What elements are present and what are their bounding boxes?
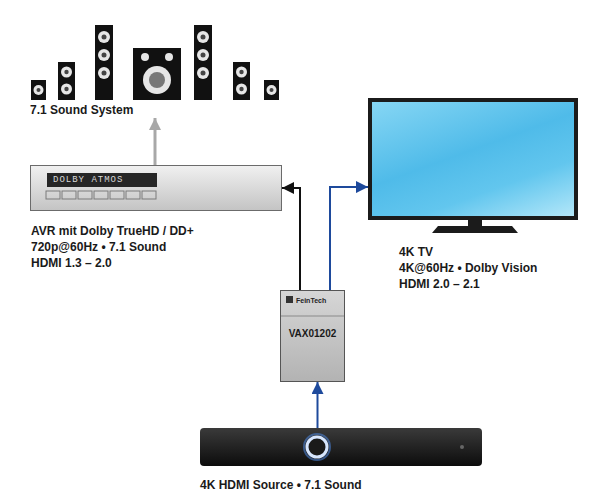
device-label: 4K TV bbox=[399, 244, 537, 260]
model-number: VAX01202 bbox=[281, 328, 344, 339]
system-label: 7.1 Sound System bbox=[30, 103, 133, 117]
speaker-driver bbox=[165, 53, 173, 61]
signal-arrow bbox=[317, 382, 319, 428]
status-led bbox=[460, 445, 464, 449]
speaker-driver bbox=[98, 31, 110, 43]
speaker-cone bbox=[239, 87, 243, 91]
speaker-driver bbox=[98, 49, 110, 61]
speaker-driver bbox=[98, 67, 110, 79]
speaker-cone bbox=[239, 70, 243, 74]
device-label: AVR mit Dolby TrueHD / DD+ bbox=[31, 223, 194, 239]
speaker-driver bbox=[197, 31, 209, 43]
speaker-cone bbox=[102, 71, 107, 76]
signal-arrow bbox=[282, 188, 300, 290]
speaker-group bbox=[31, 25, 279, 100]
signal-arrow bbox=[330, 187, 368, 290]
speaker-cone bbox=[201, 53, 206, 58]
display-text: DOLBY ATMOS bbox=[47, 173, 157, 187]
speaker-driver bbox=[61, 84, 72, 95]
subwoofer-cabinet bbox=[133, 48, 181, 100]
device-caption: AVR mit Dolby TrueHD / DD+720p@60Hz • 7.… bbox=[31, 223, 194, 271]
speaker-cone bbox=[201, 71, 206, 76]
speaker-driver bbox=[236, 67, 247, 78]
speaker-driver bbox=[197, 67, 209, 79]
speaker-system: 7.1 Sound System bbox=[28, 18, 286, 118]
subwoofer-driver bbox=[143, 66, 171, 94]
device-label: 4K HDMI Source • 7.1 Sound bbox=[200, 477, 362, 493]
avr-button bbox=[142, 191, 156, 199]
avr-buttons bbox=[46, 191, 156, 199]
device-spec: 4K@60Hz • Dolby Vision bbox=[399, 260, 537, 276]
hdmi-source: 4K HDMI Source • 7.1 Sound bbox=[200, 428, 482, 466]
speaker-driver bbox=[34, 85, 44, 95]
hdmi-splitter: FeinTechVAX01202 bbox=[280, 290, 345, 382]
speaker-cone bbox=[102, 35, 107, 40]
subwoofer-cone bbox=[149, 72, 165, 88]
brand-logo: FeinTech bbox=[296, 297, 326, 305]
power-button bbox=[307, 437, 327, 457]
speaker-cone bbox=[64, 87, 68, 91]
speaker-cabinet bbox=[233, 62, 250, 100]
panel-line bbox=[281, 316, 344, 317]
avr-button bbox=[110, 191, 124, 199]
speaker-cone bbox=[102, 53, 107, 58]
speaker-driver bbox=[267, 85, 277, 95]
speaker-cabinet bbox=[95, 25, 113, 100]
speaker-cone bbox=[201, 35, 206, 40]
av-receiver: DOLBY ATMOSAVR mit Dolby TrueHD / DD+720… bbox=[30, 165, 282, 211]
speaker-cabinet bbox=[264, 80, 279, 100]
speaker-driver bbox=[61, 67, 72, 78]
avr-button bbox=[126, 191, 140, 199]
avr-button bbox=[62, 191, 76, 199]
device-caption: 4K HDMI Source • 7.1 Sound bbox=[200, 477, 362, 493]
speaker-cone bbox=[64, 70, 68, 74]
tv-stand-base bbox=[432, 226, 518, 233]
button-glow bbox=[304, 434, 330, 460]
speaker-driver bbox=[236, 84, 247, 95]
speaker-driver bbox=[197, 49, 209, 61]
device-spec: HDMI 2.0 – 2.1 bbox=[399, 276, 537, 292]
device-spec: HDMI 1.3 – 2.0 bbox=[31, 255, 194, 271]
speaker-cabinet bbox=[31, 80, 46, 100]
speaker-cone bbox=[37, 88, 41, 92]
avr-button bbox=[46, 191, 60, 199]
logo-icon bbox=[286, 296, 293, 303]
speaker-cabinet bbox=[58, 62, 75, 100]
speaker-cone bbox=[270, 88, 274, 92]
tv-screen: 4K TV4K@60Hz • Dolby VisionHDMI 2.0 – 2.… bbox=[368, 98, 578, 220]
tv-stand-neck bbox=[468, 220, 482, 226]
signal-arrow bbox=[154, 118, 157, 165]
device-caption: 4K TV4K@60Hz • Dolby VisionHDMI 2.0 – 2.… bbox=[399, 244, 537, 292]
avr-button bbox=[78, 191, 92, 199]
speaker-driver bbox=[141, 53, 149, 61]
speaker-cabinet bbox=[194, 25, 212, 100]
device-spec: 720p@60Hz • 7.1 Sound bbox=[31, 239, 194, 255]
avr-button bbox=[94, 191, 108, 199]
